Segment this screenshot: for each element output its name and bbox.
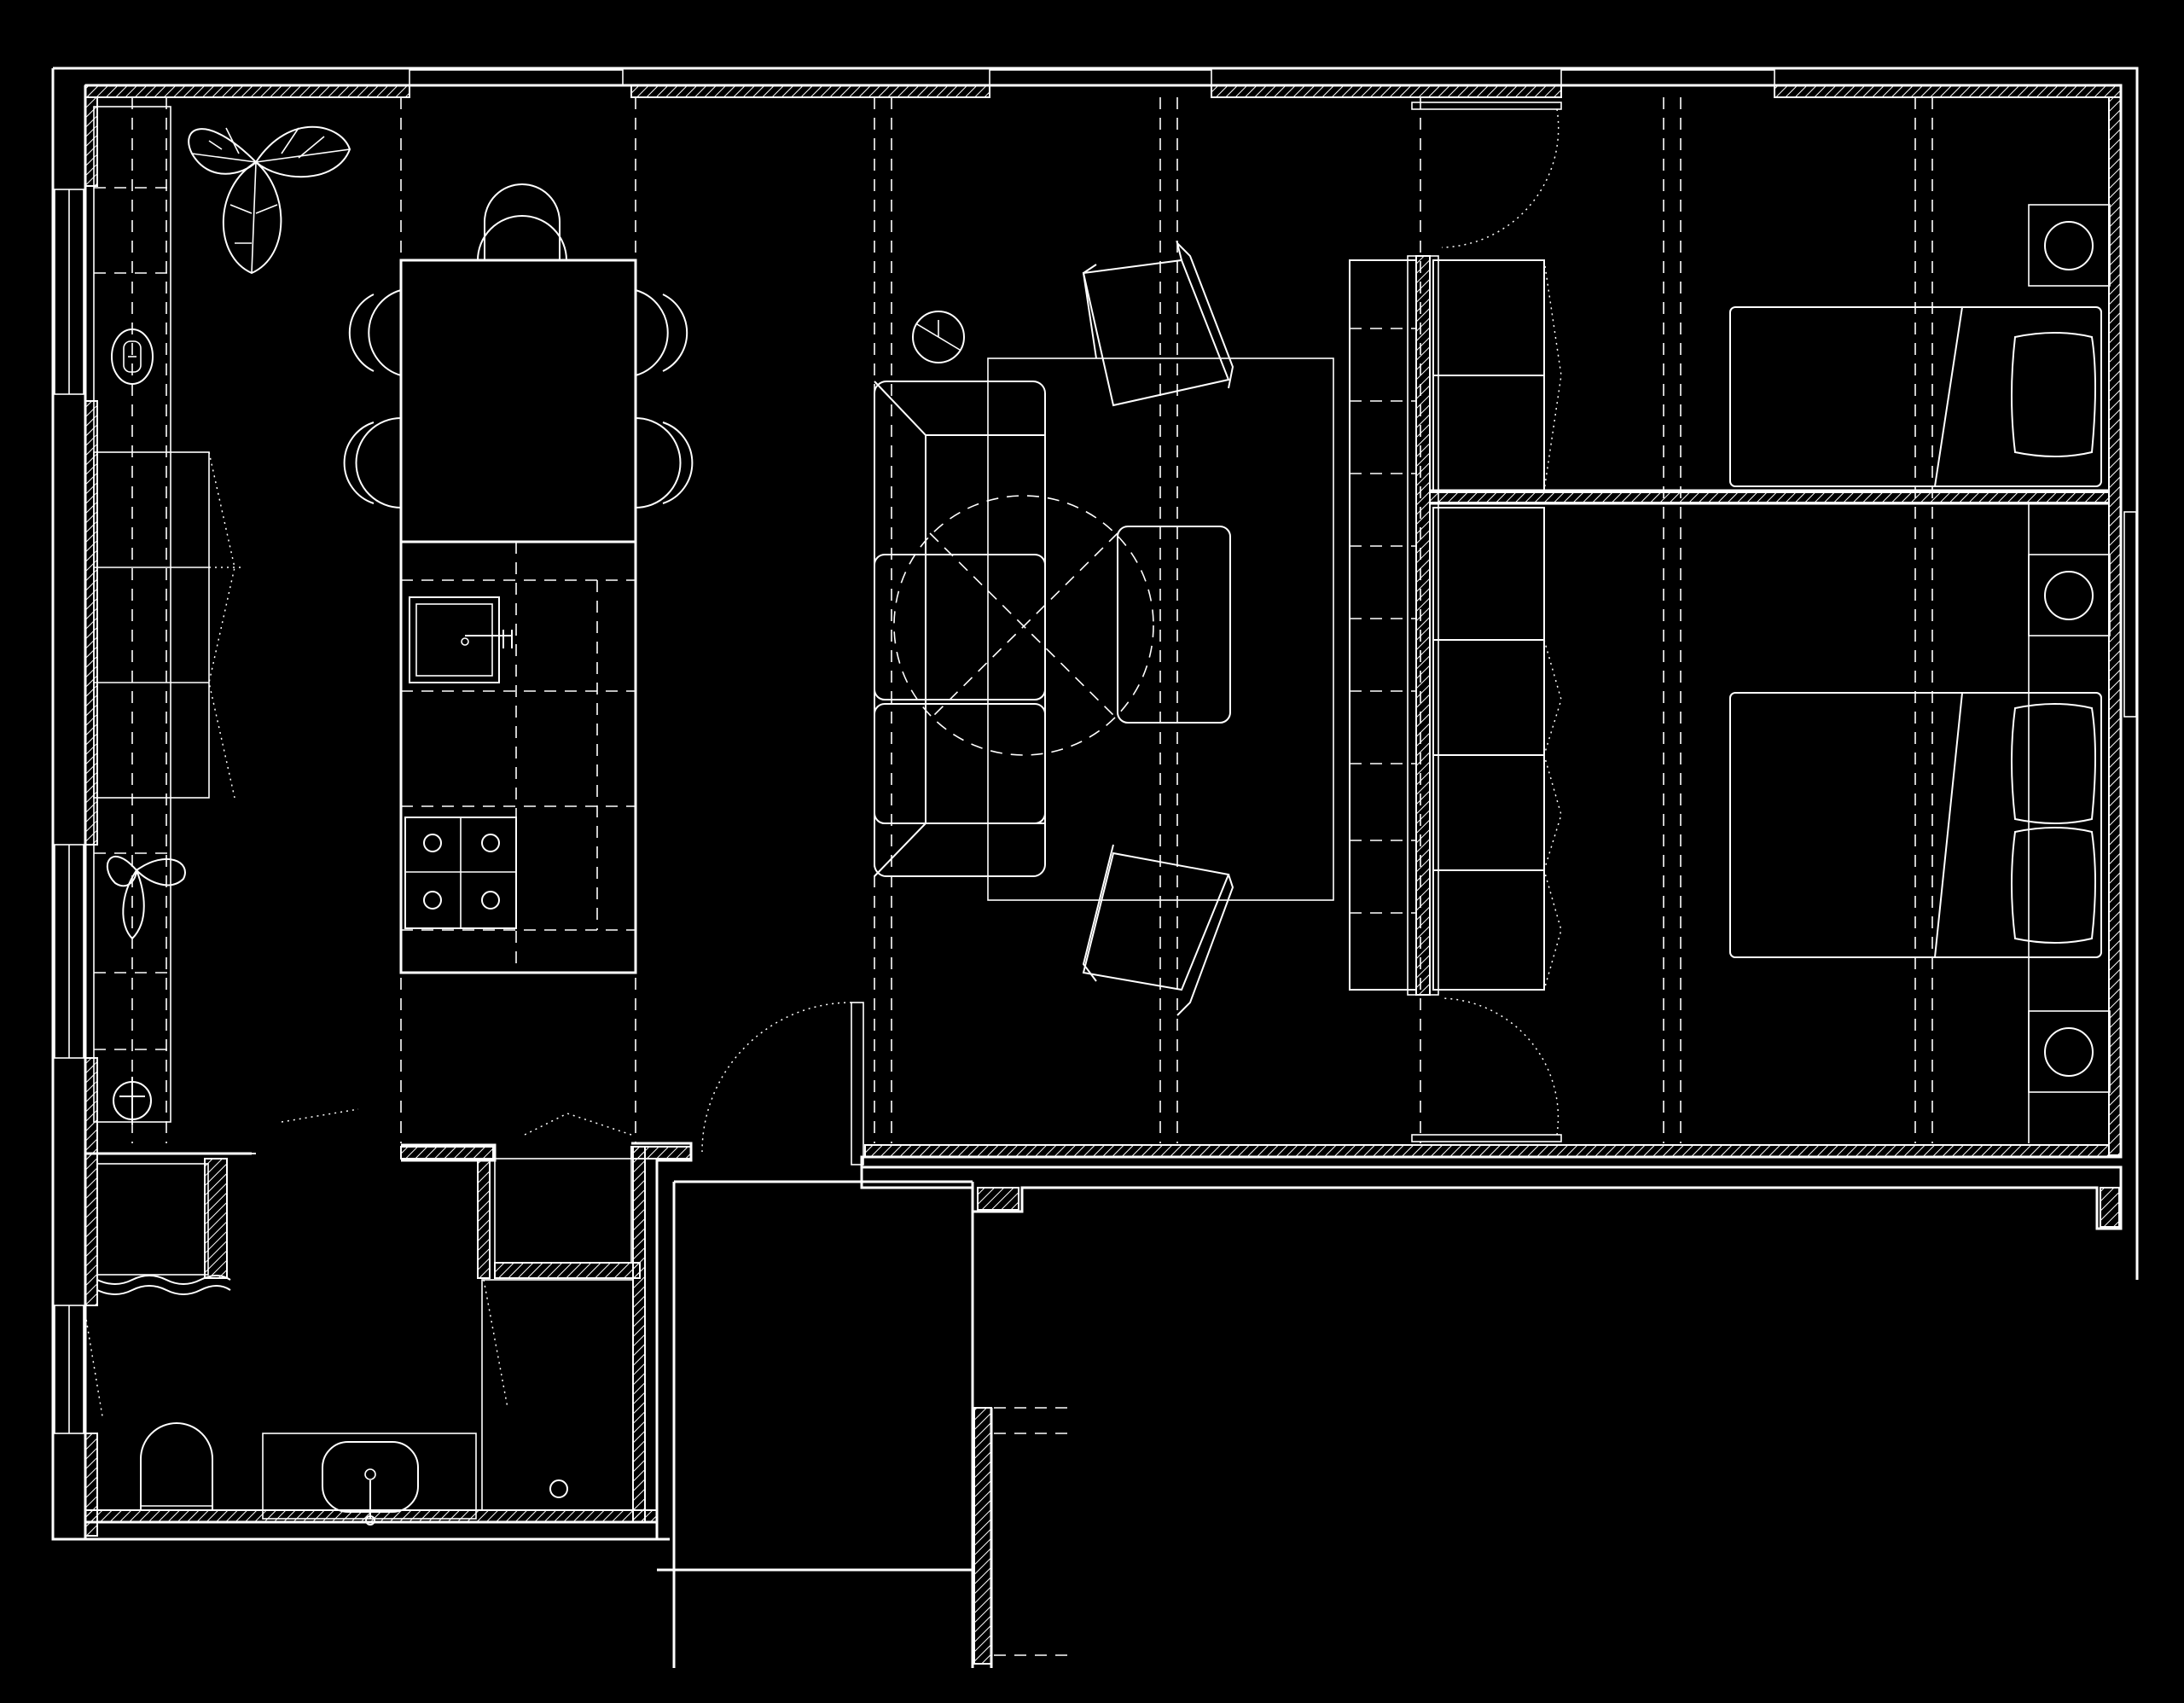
bath-cabinet: [96, 1163, 231, 1295]
windows-left: [54, 189, 84, 1434]
lounge-chair-bottom: [1082, 844, 1234, 1016]
wardrobe-living: [1349, 259, 1417, 991]
plant-large: [188, 125, 351, 275]
shower: [481, 1279, 634, 1511]
dining-chairs: [343, 183, 694, 509]
gas-cooktop: [404, 817, 517, 929]
toilet: [140, 1422, 213, 1511]
ceiling-lines: [94, 97, 1933, 1143]
wardrobe-bedroom-2: [1432, 507, 1562, 991]
soap-dish: [111, 328, 154, 385]
doors: [84, 102, 1562, 1417]
dining-table: [399, 259, 637, 543]
windows-top: [409, 69, 1775, 86]
single-bed: [1729, 306, 2102, 487]
kitchen-wall-cabinets: [93, 106, 243, 1123]
kitchen-sink: [409, 596, 513, 683]
interior-walls: [85, 255, 2110, 1668]
washbasin: [262, 1433, 477, 1526]
plant-small: [107, 855, 186, 940]
coffee-table: [893, 495, 1154, 756]
wardrobe-bedroom-1: [1432, 259, 1562, 491]
sofa: [874, 381, 1046, 877]
exterior-walls: [51, 67, 2139, 1541]
washing-machine: [113, 1077, 152, 1125]
rug: [987, 357, 1334, 901]
storage-cabinet: [494, 1158, 632, 1264]
lounge-chair-top: [1082, 240, 1234, 407]
side-table: [912, 311, 965, 363]
armchair: [1117, 526, 1231, 724]
nightstand-lamps: [2028, 204, 2111, 1143]
